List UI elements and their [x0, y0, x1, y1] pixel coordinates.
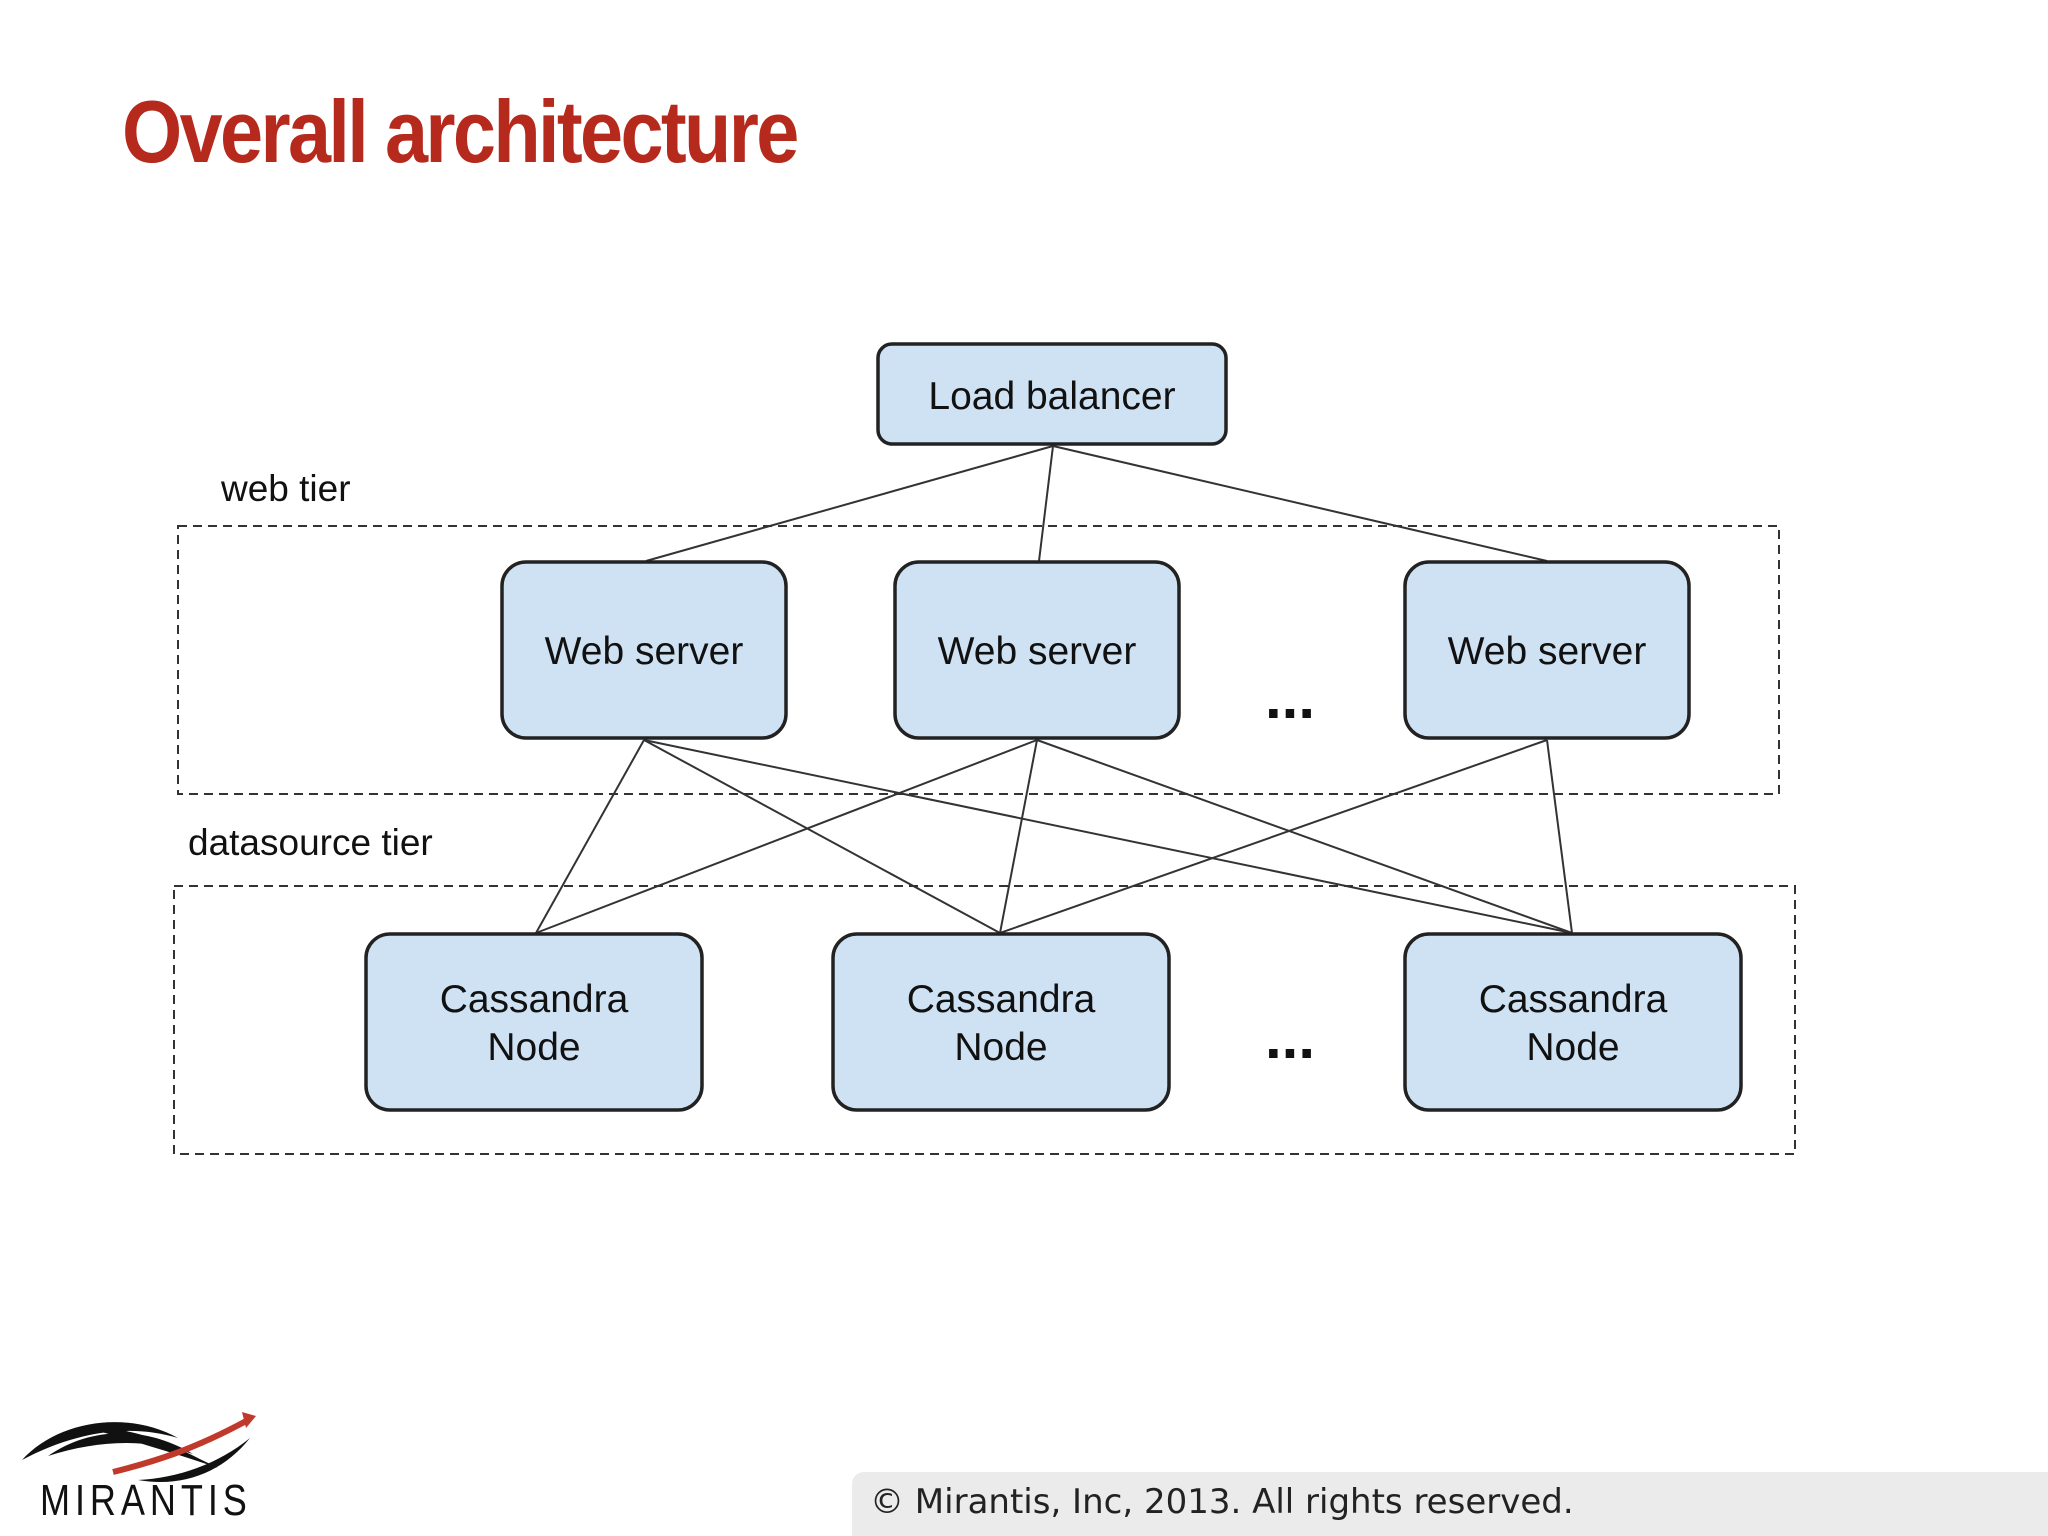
edge-load_balancer-to-web_server_1 — [645, 445, 1054, 562]
edge-web_server_1-to-cassandra_1 — [535, 739, 645, 934]
edge-web_server_1-to-cassandra_2 — [643, 739, 1001, 934]
cassandra-node-1: Cassandra Node — [364, 932, 704, 1112]
cassandra-node-3: Cassandra Node — [1403, 932, 1743, 1112]
web-server-label: Web server — [938, 630, 1137, 673]
edge-web_server_2-to-cassandra_2 — [999, 739, 1038, 934]
web-server-label: Web server — [545, 630, 744, 673]
mirantis-logo-icon — [22, 1412, 256, 1483]
footer-bar: © Mirantis, Inc, 2013. All rights reserv… — [852, 1472, 2048, 1536]
edge-load_balancer-to-web_server_2 — [1038, 445, 1054, 562]
web-server-node-1: Web server — [500, 560, 788, 740]
edge-load_balancer-to-web_server_3 — [1052, 445, 1548, 562]
web-tier-label: web tier — [220, 468, 351, 509]
web-tier-ellipsis: ... — [1265, 664, 1315, 731]
edge-web_server_2-to-cassandra_1 — [535, 739, 1038, 934]
web-server-node-2: Web server — [893, 560, 1181, 740]
edge-web_server_3-to-cassandra_3 — [1546, 739, 1573, 934]
cassandra-label-line-2: Node — [954, 1026, 1047, 1069]
web-server-label: Web server — [1448, 630, 1647, 673]
load-balancer-node: Load balancer — [876, 342, 1228, 446]
cassandra-label-line-1: Cassandra — [907, 978, 1096, 1021]
datasource-tier-boundary — [173, 885, 1796, 1155]
company-wordmark: MIRANTIS — [40, 1476, 252, 1525]
edge-web_server_3-to-cassandra_2 — [999, 739, 1548, 934]
cassandra-node-2: Cassandra Node — [831, 932, 1171, 1112]
cassandra-label-line-1: Cassandra — [440, 978, 629, 1021]
load-balancer-label: Load balancer — [928, 375, 1175, 418]
copyright-text: © Mirantis, Inc, 2013. All rights reserv… — [870, 1482, 1574, 1522]
cassandra-label-line-2: Node — [487, 1026, 580, 1069]
edge-web_server_1-to-cassandra_3 — [643, 739, 1573, 934]
datasource-tier-label: datasource tier — [188, 822, 433, 863]
cassandra-label-line-1: Cassandra — [1479, 978, 1668, 1021]
datasource-tier-ellipsis: ... — [1265, 1004, 1315, 1071]
web-server-node-3: Web server — [1403, 560, 1691, 740]
cassandra-label-line-2: Node — [1526, 1026, 1619, 1069]
edge-web_server_2-to-cassandra_3 — [1036, 739, 1573, 934]
slide-title: Overall architecture — [122, 82, 799, 181]
connection-lines — [535, 445, 1573, 934]
web-tier-boundary — [177, 525, 1780, 795]
